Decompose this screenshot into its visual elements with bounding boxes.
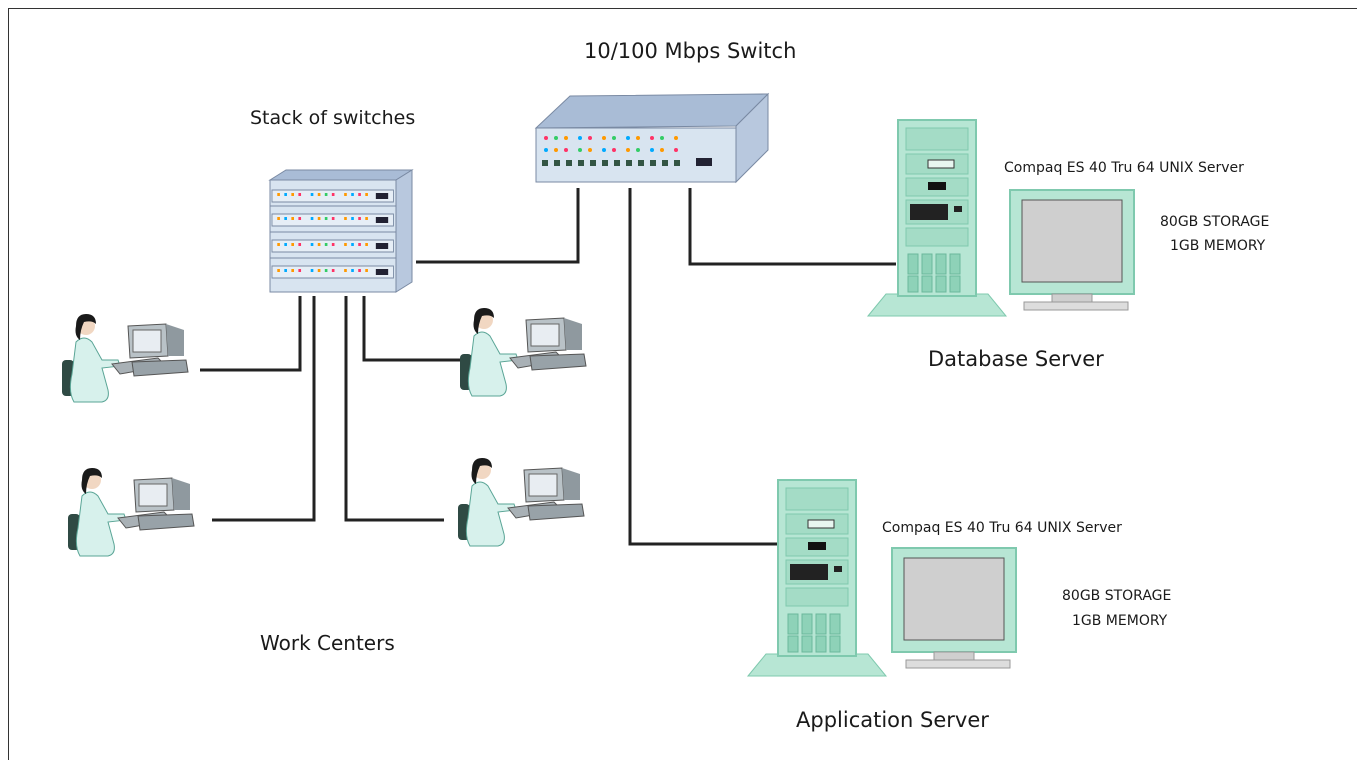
work-centers-label: Work Centers [260, 631, 395, 655]
cable-stack-to-workstation-4 [344, 296, 444, 522]
switch-icon [534, 92, 770, 184]
db-server-memory: 1GB MEMORY [1170, 238, 1266, 254]
db-server-model: Compaq ES 40 Tru 64 UNIX Server [1004, 160, 1244, 176]
app-server-memory: 1GB MEMORY [1072, 613, 1168, 629]
cable-stack-to-workstation-1 [200, 296, 302, 372]
app-server-storage: 80GB STORAGE [1062, 588, 1171, 604]
cable-switch-to-db-server [688, 188, 896, 266]
diagram-frame [8, 8, 1357, 760]
monitor-icon [1009, 189, 1135, 311]
cable-stack-to-workstation-2 [212, 296, 316, 522]
workstation-icon [459, 307, 587, 397]
server-tower-icon [747, 479, 887, 677]
db-server-label: Database Server [928, 347, 1104, 371]
cable-stack-to-switch [416, 188, 580, 264]
stack-label: Stack of switches [250, 107, 415, 129]
workstation-icon [67, 467, 195, 557]
app-server-model: Compaq ES 40 Tru 64 UNIX Server [882, 520, 1122, 536]
monitor-icon [891, 547, 1017, 669]
cable-switch-to-app-server [628, 188, 778, 546]
switch-label: 10/100 Mbps Switch [584, 39, 796, 63]
cable-stack-to-workstation-3 [362, 296, 460, 362]
app-server-label: Application Server [796, 708, 989, 732]
server-tower-icon [867, 119, 1007, 317]
network-cables [200, 188, 896, 546]
switch-stack-icon [268, 169, 414, 293]
workstation-icon [457, 457, 585, 547]
db-server-storage: 80GB STORAGE [1160, 214, 1269, 230]
workstation-icon [61, 313, 189, 403]
